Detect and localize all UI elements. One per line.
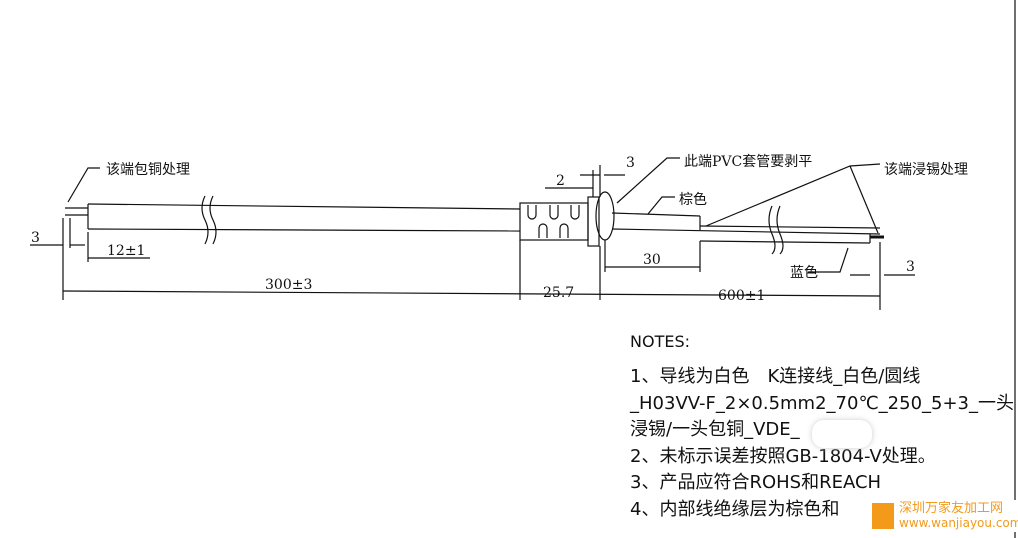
watermark-url: www.wanjiayou.com (899, 516, 1018, 530)
watermark-name: 深圳万家友加工网 (899, 501, 1004, 516)
note-line: 1、导线为白色 K连接线_白色/圆线 (630, 366, 921, 387)
dim-flange: 2 (556, 173, 565, 189)
right-cable (611, 205, 884, 255)
label-copper-end: 该端包铜处理 (106, 162, 190, 178)
notes-title: NOTES: (630, 332, 690, 351)
redaction-blot (812, 420, 872, 448)
dim-gap: 3 (626, 155, 635, 171)
watermark-logo-icon (872, 503, 894, 529)
note-line: 4、内部线绝缘层为棕色和 (630, 498, 840, 520)
watermark: 深圳万家友加工网 www.wanjiayou.com (870, 500, 1018, 532)
dim-length-right: 600±1 (718, 288, 765, 304)
note-line: 浸锡/一头包铜_VDE_ (630, 419, 800, 440)
note-line: _H03VV-F_2×0.5mm2_70℃_250_5+3_一头 (630, 392, 1015, 414)
label-tin-end: 该端浸锡处理 (884, 162, 968, 178)
note-line: 3、产品应符合ROHS和REACH (630, 472, 882, 493)
notes-block: NOTES: 1、导线为白色 K连接线_白色/圆线 _H03VV-F_2×0.5… (630, 332, 1014, 523)
dim-length-left: 300±3 (265, 277, 312, 293)
label-pvc-end: 此端PVC套管要剥平 (684, 154, 812, 170)
dim-right-tip: 3 (906, 259, 915, 275)
connector-body (519, 191, 615, 247)
dim-strip: 12±1 (107, 243, 145, 259)
leader-lines (67, 157, 881, 273)
label-brown: 棕色 (679, 191, 707, 208)
dim-sleeve: 30 (643, 252, 661, 268)
dim-connector: 25.7 (543, 285, 574, 301)
label-blue: 蓝色 (790, 264, 818, 281)
left-cable (65, 195, 521, 245)
dim-left-tip: 3 (31, 230, 40, 246)
note-line: 2、未标示误差按照GB-1804-V处理。 (630, 445, 936, 467)
dimension-lines (30, 165, 915, 310)
